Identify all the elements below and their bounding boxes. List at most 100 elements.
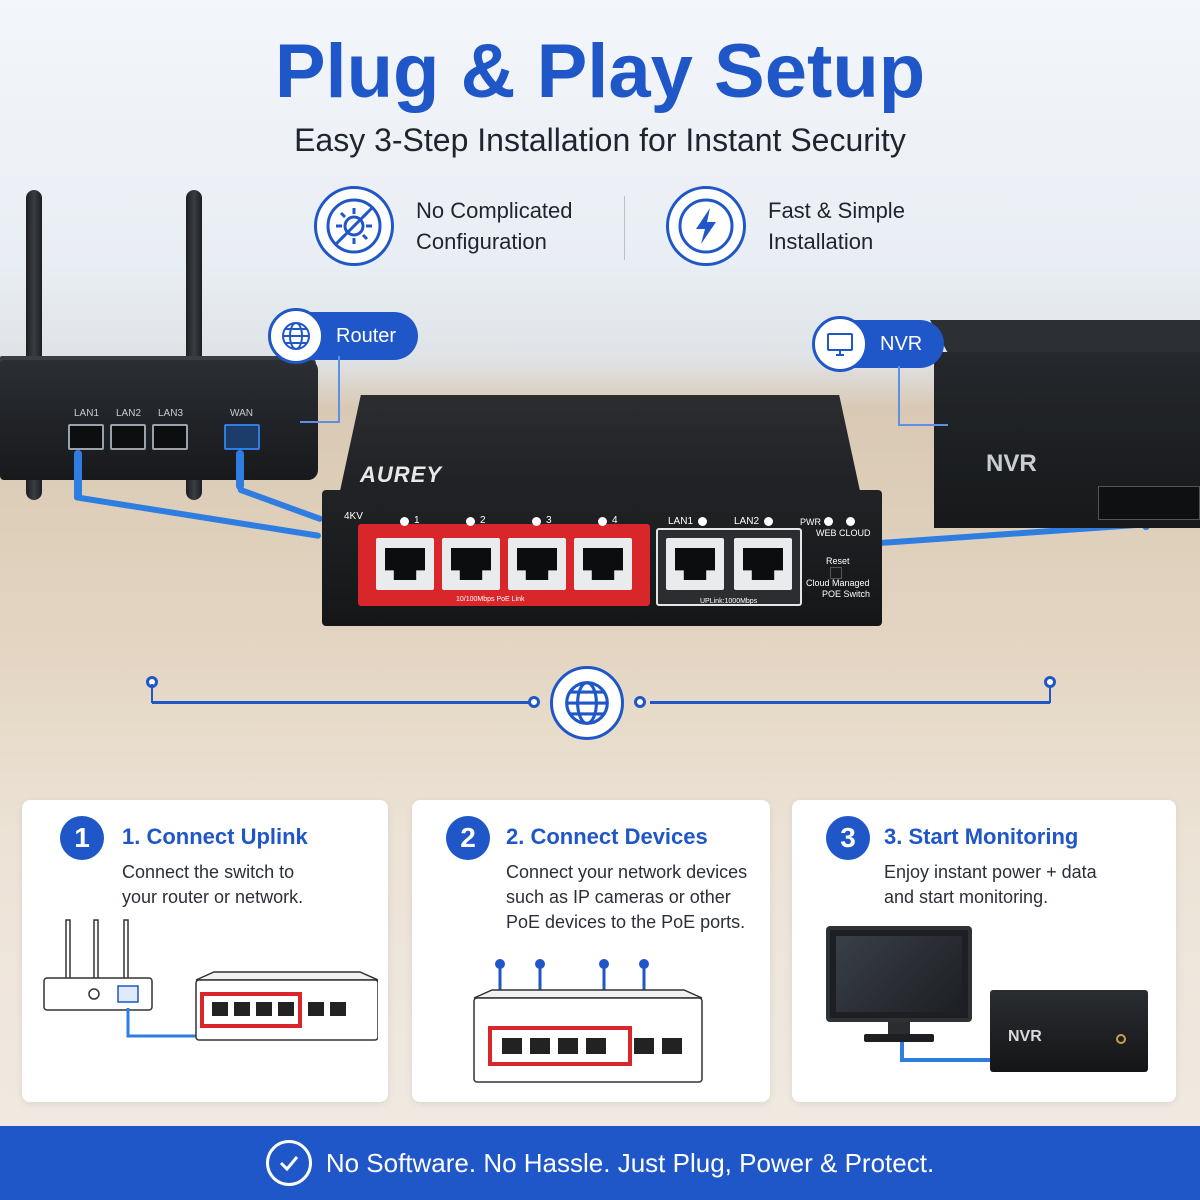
uplink-port-label: LAN2 [734, 516, 760, 527]
uplink-port-label: LAN1 [668, 516, 694, 527]
indicator-label: PWR [800, 517, 821, 527]
router-lan-port [110, 424, 146, 450]
router-leader-line [300, 421, 340, 423]
uplink-caption: UPLink:1000Mbps [700, 598, 758, 605]
globe-icon [550, 666, 624, 740]
router-device [0, 360, 318, 480]
feature-line1: Fast & Simple [768, 198, 905, 223]
poe-led [400, 517, 409, 526]
cable [236, 486, 324, 523]
step-card-3: 3 3. Start Monitoring Enjoy instant powe… [792, 800, 1176, 1102]
network-line [152, 701, 532, 704]
poe-led [466, 517, 475, 526]
cable [74, 450, 82, 500]
page-title: Plug & Play Setup [274, 29, 926, 114]
monitor-stand [888, 1022, 910, 1036]
cable [900, 1042, 904, 1062]
step-number: 2 [446, 816, 490, 860]
uplink-led [698, 517, 707, 526]
router-port-label: LAN3 [158, 408, 184, 419]
poe-port-label: 1 [414, 515, 420, 526]
poe-port [442, 538, 500, 590]
router-to-switch-illustration [43, 919, 378, 1041]
power-indicator-icon [1116, 1034, 1126, 1044]
poe-port-label: 3 [546, 515, 552, 526]
devices-to-switch-illustration [473, 959, 703, 1083]
step-title: 1. Connect Uplink [122, 824, 308, 849]
step-number: 3 [826, 816, 870, 860]
page-subtitle: Easy 3-Step Installation for Instant Sec… [294, 122, 906, 158]
check-icon [265, 1140, 312, 1186]
step-card-2: 2 2. Connect Devices Connect your networ… [412, 800, 770, 1102]
cable [236, 450, 244, 490]
network-line-dot [1044, 676, 1056, 688]
feature-line2: Installation [768, 229, 874, 254]
router-lan-port [152, 424, 188, 450]
router-port-label: WAN [230, 408, 253, 419]
network-line [1049, 684, 1051, 703]
switch-top [340, 395, 860, 491]
monitor [826, 926, 972, 1022]
feature-divider [624, 196, 625, 260]
reset-label: Reset [826, 556, 850, 566]
pwr-led [824, 517, 833, 526]
uplink-port [734, 538, 792, 590]
poe-led [532, 517, 541, 526]
lightning-icon [666, 186, 746, 266]
no-gear-icon [314, 186, 394, 266]
monitor-base [864, 1034, 934, 1042]
poe-port [574, 538, 632, 590]
model-line2: POE Switch [822, 589, 871, 599]
switch-rating: 4KV [344, 511, 363, 522]
poe-port [376, 538, 434, 590]
nvr-port [1098, 486, 1200, 520]
router-leader-line [338, 356, 340, 422]
uplink-led [764, 517, 773, 526]
step-description: Connect the switch to your router or net… [122, 862, 304, 907]
router-lan-port [68, 424, 104, 450]
feature-no-configuration: No Complicated Configuration [314, 186, 573, 266]
feature-line1: No Complicated [416, 198, 573, 223]
step-description: Enjoy instant power + data and start mon… [884, 862, 1097, 907]
feature-line2: Configuration [416, 229, 547, 254]
feature-fast-installation: Fast & Simple Installation [666, 186, 905, 266]
nvr-tag-label: NVR [880, 332, 923, 355]
step-card-1: 1 1. Connect Uplink Connect the switch t… [22, 800, 388, 1102]
router-wan-port [224, 424, 260, 450]
monitor-icon [812, 316, 868, 372]
poe-caption: 10/100Mbps PoE Link [456, 596, 525, 603]
cloud-led [846, 517, 855, 526]
network-line [151, 684, 153, 703]
uplink-port [666, 538, 724, 590]
network-line-dot [528, 696, 540, 708]
network-line-dot [634, 696, 646, 708]
cable [73, 494, 322, 540]
poe-led [598, 517, 607, 526]
poe-port-label: 4 [612, 515, 618, 526]
step-title: 2. Connect Devices [506, 824, 708, 849]
switch-brand: AUREY [360, 462, 443, 487]
nvr-tag: NVR [812, 316, 945, 372]
model-line1: Cloud Managed [806, 578, 870, 588]
footer-text: No Software. No Hassle. Just Plug, Power… [325, 1147, 935, 1178]
mini-nvr-label: NVR [1008, 1028, 1042, 1045]
indicator-label: WEB CLOUD [816, 528, 871, 538]
router-tag: Router [268, 308, 419, 364]
cable [900, 1058, 994, 1062]
nvr-leader-line [898, 424, 948, 426]
reset-button[interactable] [830, 567, 842, 579]
poe-port [508, 538, 566, 590]
router-port-label: LAN1 [74, 408, 100, 419]
nvr-leader-line [898, 366, 900, 426]
footer-banner: No Software. No Hassle. Just Plug, Power… [0, 1126, 1200, 1200]
mini-nvr: NVR [990, 990, 1148, 1072]
globe-icon [268, 308, 324, 364]
poe-port-label: 2 [480, 515, 486, 526]
router-port-label: LAN2 [116, 408, 142, 419]
network-line [650, 701, 1050, 704]
step-number: 1 [60, 816, 104, 860]
router-tag-label: Router [336, 324, 397, 347]
nvr-device-label: NVR [986, 450, 1037, 477]
step-description: Connect your network devices such as IP … [506, 862, 748, 932]
step-title: 3. Start Monitoring [884, 824, 1079, 849]
